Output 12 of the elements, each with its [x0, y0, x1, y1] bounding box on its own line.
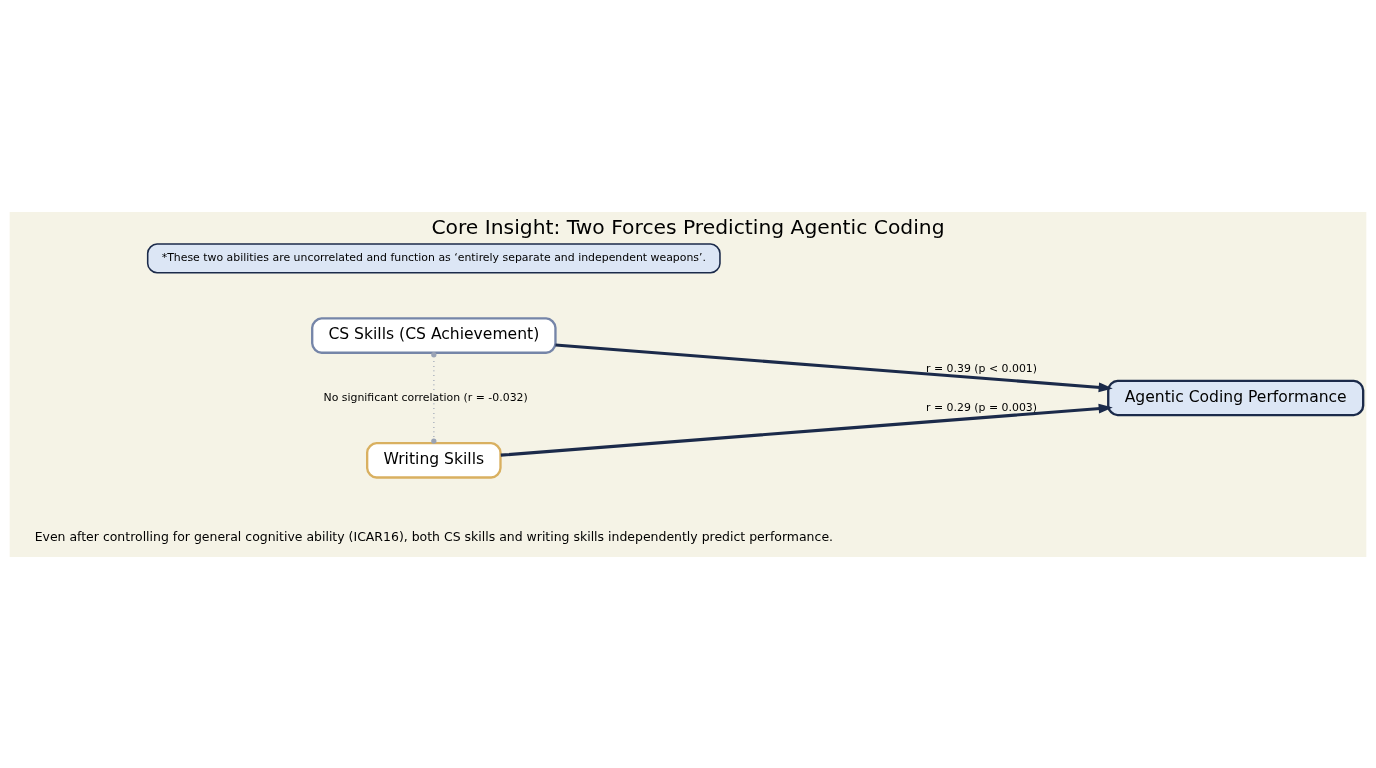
edge-label: r = 0.39 (p < 0.001): [926, 361, 1038, 375]
edge-label: No significant correlation (r = -0.032): [323, 390, 528, 404]
node-box: CS Skills (CS Achievement): [311, 316, 557, 354]
edge-label: r = 0.29 (p = 0.003): [926, 400, 1038, 414]
node-box: *These two abilities are uncorrelated and function as ‘entirely separate and independent weapons’.: [146, 242, 721, 274]
diagram-title: Core Insight: Two Forces Predicting Agentic Coding: [431, 214, 945, 239]
arrow: [500, 403, 1113, 457]
node-box: Writing Skills: [366, 441, 502, 479]
connector: [431, 351, 437, 444]
node-box: Agentic Coding Performance: [1107, 379, 1365, 416]
label: Even after controlling for general cognitive ability (ICAR16), both CS skills and writing skills independently predict performance.: [34, 528, 834, 544]
arrow: [555, 342, 1113, 392]
